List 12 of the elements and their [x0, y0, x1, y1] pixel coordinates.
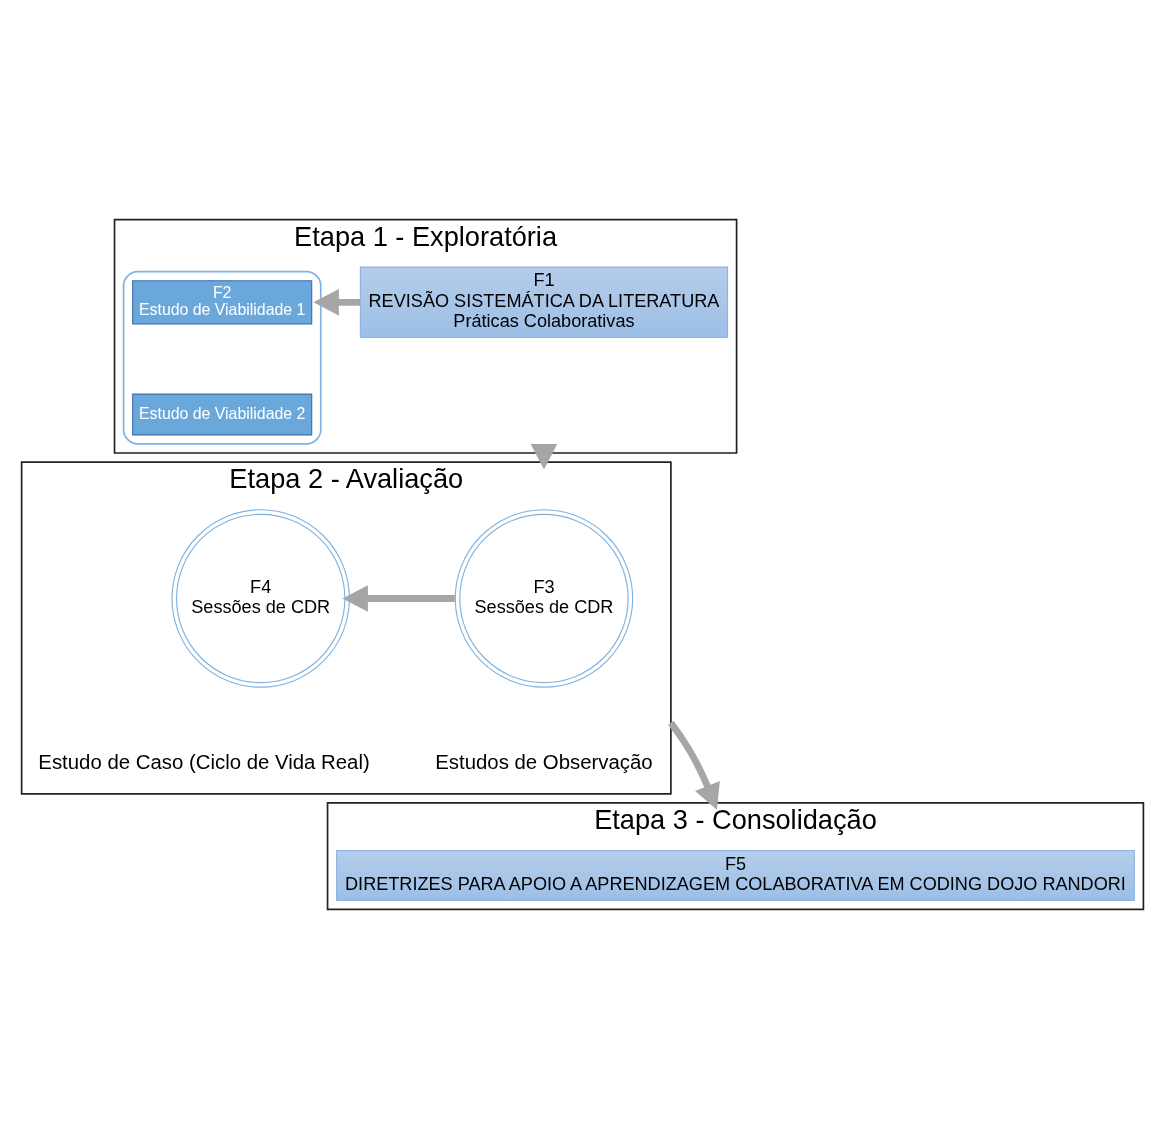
- node-label: Estudos de Observação: [435, 750, 653, 773]
- node-box: F2 Estudo de Viabilidade 1: [132, 279, 313, 324]
- node-circle: F4 Sessões de CDR: [171, 508, 350, 688]
- arrow: [313, 288, 361, 316]
- node-label: Estudo de Caso (Ciclo de Vida Real): [38, 750, 370, 773]
- node-box: Estudo de Viabilidade 2: [132, 393, 313, 435]
- arrow: [668, 720, 720, 810]
- node-box: F5 DIRETRIZES PARA APOIO A APRENDIZAGEM COLABORATIVA EM CODING DOJO RANDORI: [336, 849, 1135, 901]
- node-circle: F3 Sessões de CDR: [454, 508, 634, 688]
- node-box: F1 REVISÃO SISTEMÁTICA DA LITERATURA Práticas Colaborativas: [359, 266, 729, 338]
- cluster: [122, 270, 322, 445]
- arrow: [530, 443, 558, 469]
